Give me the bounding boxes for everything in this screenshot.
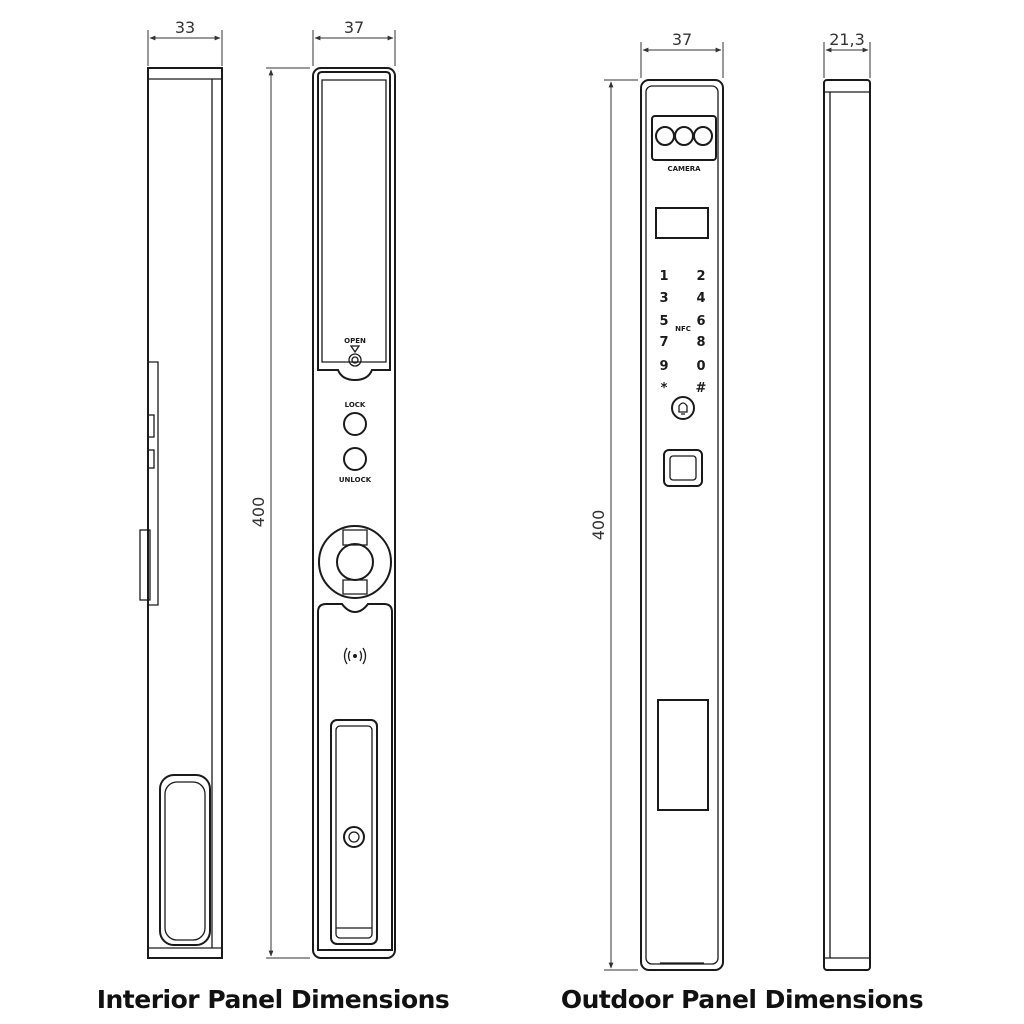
outdoor-side-outline (823, 79, 871, 971)
key-4: 4 (696, 291, 705, 306)
key-6: 6 (696, 314, 705, 329)
display-screen (655, 207, 709, 239)
lower-panel (317, 603, 393, 951)
keypad: 1 2 3 4 5 6 NFC 7 8 9 0 * # (659, 269, 706, 396)
outdoor-body-inner (645, 85, 719, 965)
interior-side-view: 33 (139, 18, 223, 959)
dim-label-interior-height: 400 (249, 497, 268, 528)
dim-label-interior-front-width: 37 (344, 18, 364, 37)
camera-module (651, 115, 717, 161)
key-2: 2 (696, 269, 705, 284)
key-9: 9 (659, 359, 668, 374)
side-mount-plate (148, 361, 159, 606)
outdoor-body-outline (640, 79, 724, 971)
unlock-button (343, 447, 367, 471)
open-arrow-icon (349, 345, 361, 354)
open-button (348, 353, 362, 367)
camera-label: CAMERA (667, 165, 701, 173)
open-label: OPEN (344, 337, 366, 345)
doorbell-button (671, 396, 695, 420)
side-handle-recess (159, 774, 211, 946)
dim-label-outdoor-height: 400 (589, 510, 608, 541)
lock-label: LOCK (345, 401, 366, 409)
interior-handle-inner (335, 725, 373, 939)
key-1: 1 (659, 269, 668, 284)
camera-lens-center (674, 126, 694, 146)
side-slot (147, 449, 155, 469)
front-body-outline (312, 67, 396, 959)
key-0: 0 (696, 359, 705, 374)
key-5: 5 (659, 314, 668, 329)
lock-button (343, 412, 367, 436)
side-slot (147, 414, 155, 438)
outdoor-handle-recess (657, 699, 709, 811)
fingerprint-sensor (663, 449, 703, 487)
dim-label-outdoor-front-width: 37 (672, 30, 692, 49)
fingerprint-sensor-inner (669, 455, 697, 481)
knob-slot (342, 579, 368, 595)
side-handle-inner (164, 781, 206, 941)
key-7: 7 (659, 335, 668, 350)
side-lever-stub (139, 529, 151, 601)
nfc-label: NFC (675, 325, 691, 333)
key-3: 3 (659, 291, 668, 306)
outdoor-caption: Outdoor Panel Dimensions (561, 985, 923, 1014)
key-star: * (661, 381, 668, 396)
open-button-center (351, 356, 359, 364)
key-hash: # (696, 381, 707, 396)
key-8: 8 (696, 335, 705, 350)
battery-cover-inner (321, 79, 387, 363)
outdoor-side-view: 21,3 (823, 30, 871, 971)
knob-slot (342, 529, 368, 546)
camera-lens-right (693, 126, 713, 146)
dim-label-outdoor-side-width: 21,3 (829, 30, 865, 49)
key-cylinder (343, 826, 365, 848)
unlock-label: UNLOCK (339, 476, 372, 484)
thumb-turn-center (336, 543, 374, 581)
key-cylinder-core (348, 831, 360, 843)
thumb-turn-knob (318, 525, 392, 599)
nfc-wave-icon (343, 647, 367, 665)
side-body-outline (147, 67, 223, 959)
interior-caption: Interior Panel Dimensions (97, 985, 450, 1014)
dim-label-interior-side-width: 33 (175, 18, 195, 37)
outdoor-front-view: 37 400 CAMERA 1 2 3 4 5 6 NFC 7 8 9 0 * (589, 30, 724, 971)
bell-icon (678, 402, 688, 415)
battery-cover (317, 71, 391, 382)
interior-handle (330, 719, 378, 945)
camera-lens-left (655, 126, 675, 146)
interior-front-view: 37 400 OPEN LOCK UNLOCK (249, 18, 396, 959)
